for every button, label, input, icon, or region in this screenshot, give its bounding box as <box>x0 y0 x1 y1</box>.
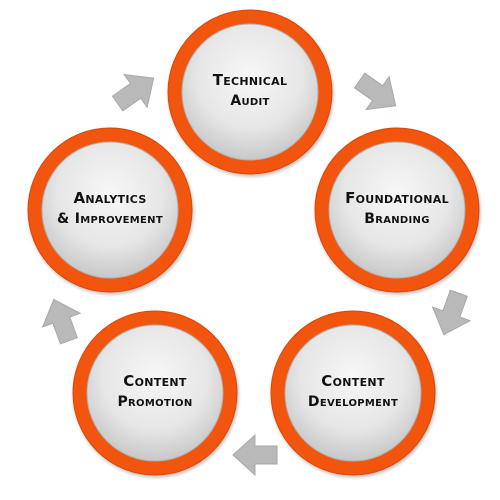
node-technical-audit-line1: Technical <box>212 71 288 89</box>
arrow-foundational-branding-to-content-development <box>431 289 472 336</box>
node-foundational-branding-line1: Foundational <box>345 189 449 207</box>
node-disc-content-promotion <box>86 324 224 462</box>
node-label-technical-audit: Technical Audit <box>165 70 335 112</box>
node-label-foundational-branding: Foundational Branding <box>312 188 482 230</box>
node-technical-audit-line2: Audit <box>230 93 270 109</box>
node-disc-foundational-branding <box>328 141 466 279</box>
node-disc-technical-audit <box>181 23 319 161</box>
node-disc-analytics-improvement <box>41 141 179 279</box>
node-label-content-promotion: Content Promotion <box>70 371 240 413</box>
arrow-technical-audit-to-foundational-branding <box>353 72 397 111</box>
arrow-content-development-to-content-promotion <box>232 433 278 477</box>
node-content-promotion-line1: Content <box>123 372 187 390</box>
node-label-content-development: Content Development <box>268 371 438 413</box>
arrow-analytics-improvement-to-technical-audit <box>111 73 155 112</box>
node-content-development-line2: Development <box>307 394 399 410</box>
node-analytics-improvement-line1: Analytics <box>73 189 147 207</box>
node-foundational-branding-line2: Branding <box>364 211 430 227</box>
node-disc-content-development <box>284 324 422 462</box>
node-content-development-line1: Content <box>321 372 385 390</box>
node-label-analytics-improvement: Analytics & Improvement <box>25 188 195 230</box>
node-analytics-improvement-line2: & Improvement <box>57 211 163 227</box>
arrow-content-promotion-to-analytics-improvement <box>41 298 82 345</box>
node-content-promotion-line2: Promotion <box>117 394 193 410</box>
